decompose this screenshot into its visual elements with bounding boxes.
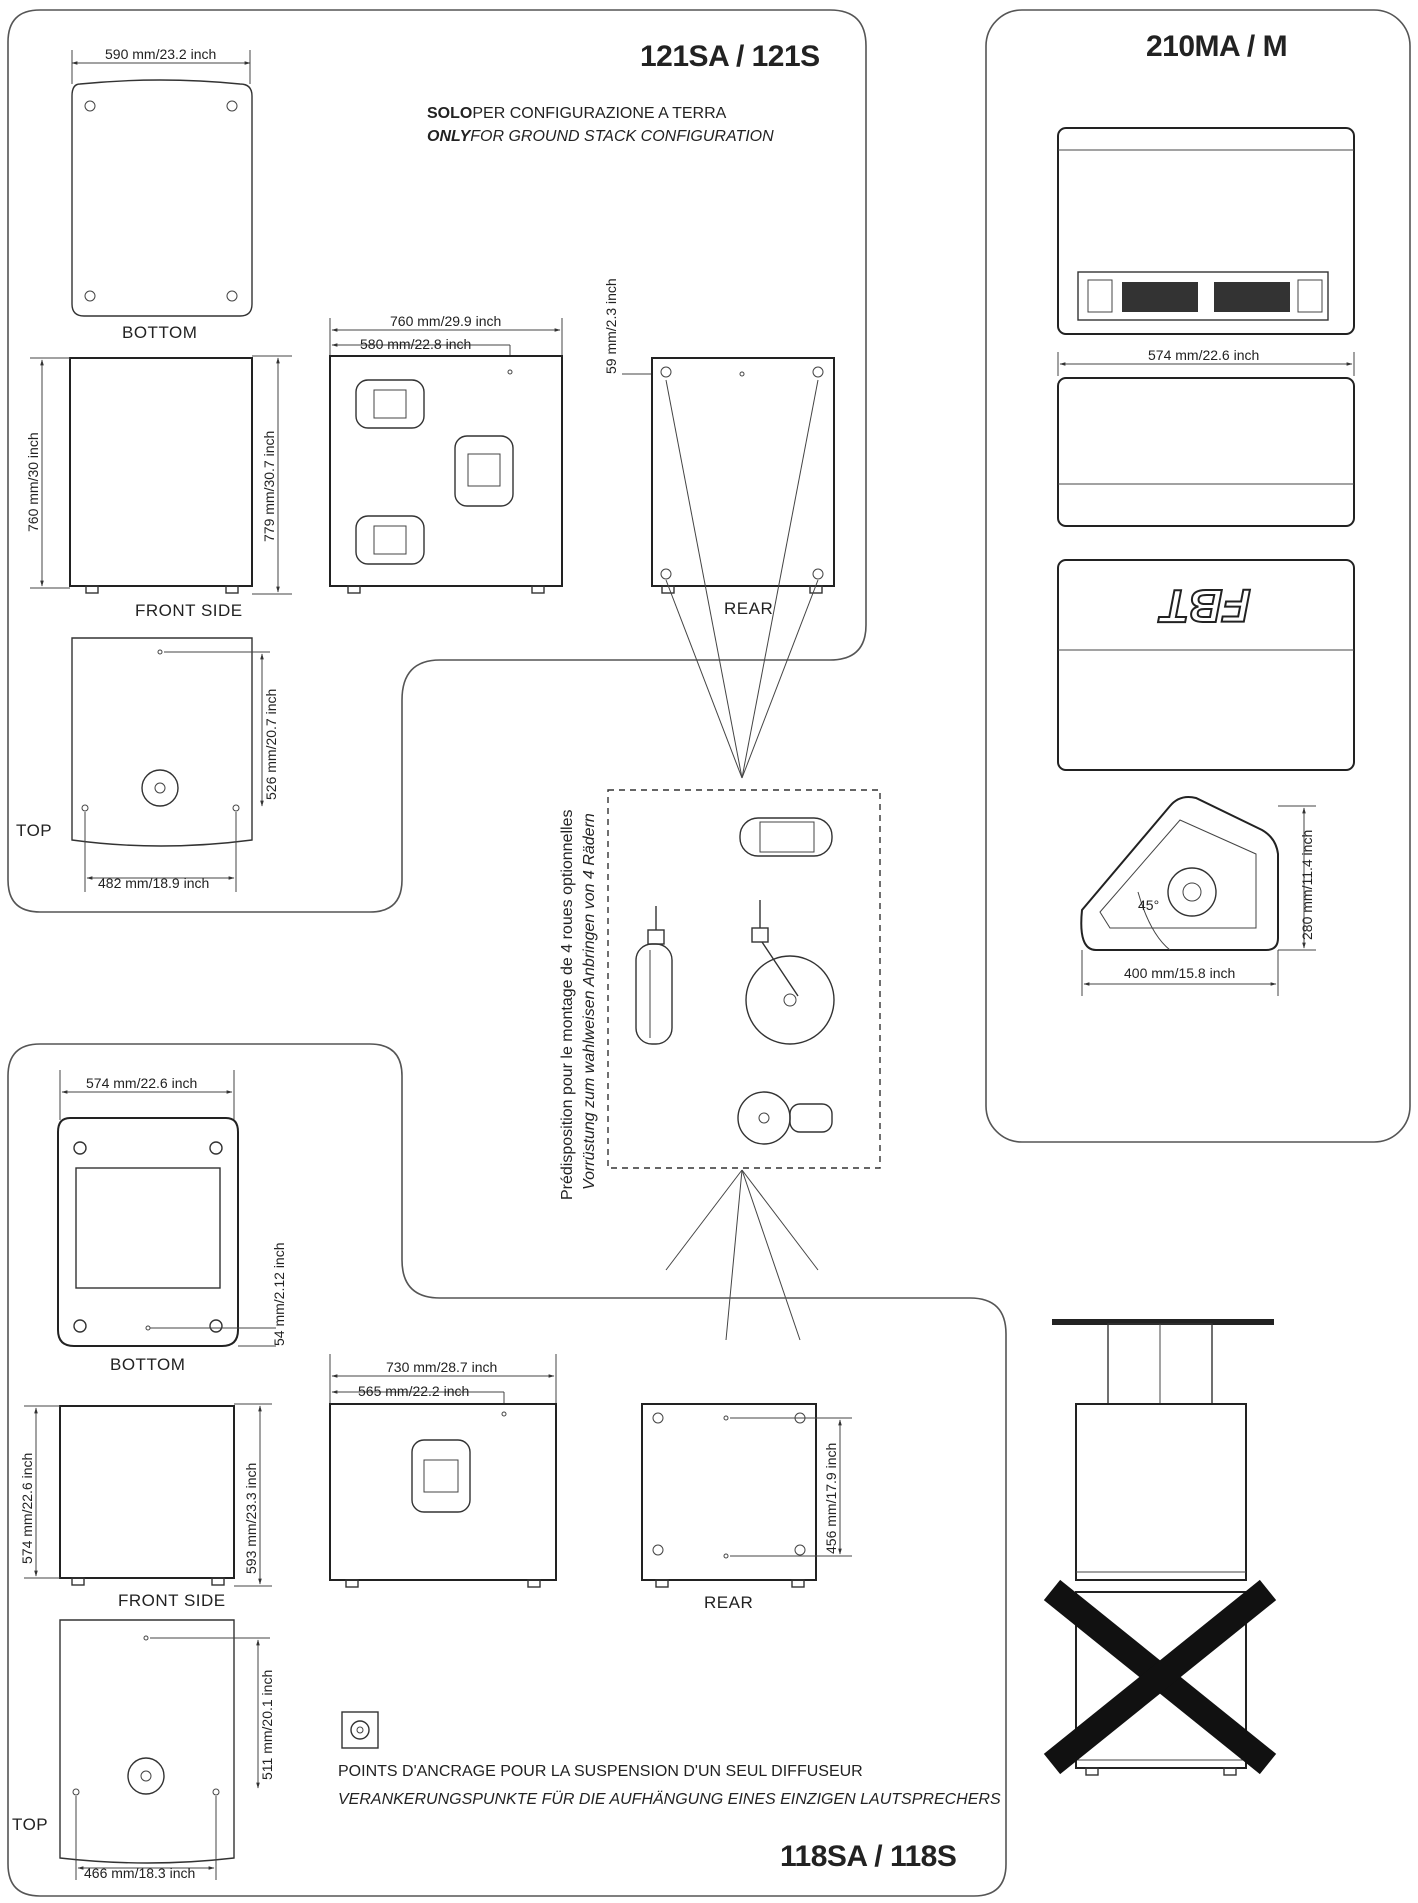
view-210-rear [1057, 127, 1355, 335]
svg-text:779 mm/30.7 inch: 779 mm/30.7 inch [261, 431, 277, 542]
svg-text:574 mm/22.6 inch: 574 mm/22.6 inch [19, 1453, 35, 1564]
svg-text:REAR: REAR [724, 599, 773, 618]
view-210-top: FBT [1057, 559, 1355, 771]
svg-text:VERANKERUNGSPUNKTE FÜR DIE AUF: VERANKERUNGSPUNKTE FÜR DIE AUFHÄNGUNG EI… [338, 1790, 1001, 1808]
svg-text:456 mm/17.9 inch: 456 mm/17.9 inch [823, 1443, 839, 1554]
panel-118-outline [7, 1043, 1007, 1897]
svg-text:400 mm/15.8 inch: 400 mm/15.8 inch [1124, 965, 1235, 981]
svg-text:466 mm/18.3 inch: 466 mm/18.3 inch [84, 1865, 195, 1881]
stack-not-allowed-diagram [1043, 1319, 1277, 1776]
title-118: 118SA / 118S [780, 1840, 956, 1873]
view-121-top: 526 mm/20.7 inch 482 mm/18.9 inch TOP [16, 637, 279, 892]
svg-text:TOP: TOP [16, 821, 52, 840]
svg-text:TOP: TOP [12, 1815, 48, 1834]
title-121: 121SA / 121S [640, 40, 820, 73]
svg-text:730 mm/28.7 inch: 730 mm/28.7 inch [386, 1359, 497, 1375]
view-121-front: 760 mm/30 inch 779 mm/30.7 inch FRONT SI… [25, 355, 292, 620]
wheels-box: Prédisposition pour le montage de 4 roue… [559, 789, 881, 1341]
view-118-bottom: 574 mm/22.6 inch 54 mm/2.12 inch BOTTOM [57, 1070, 287, 1374]
view-121-rear: 59 mm/2.3 inch REAR [603, 278, 835, 779]
fbt-logo: FBT [1157, 580, 1250, 632]
anchor-note: POINTS D'ANCRAGE POUR LA SUSPENSION D'UN… [338, 1711, 1001, 1808]
svg-text:280 mm/11.4 inch: 280 mm/11.4 inch [1299, 830, 1315, 940]
svg-text:Vorrüstung zum wahlweisen Anbr: Vorrüstung zum wahlweisen Anbringen von … [581, 813, 598, 1190]
note-solo: SOLOPER CONFIGURAZIONE A TERRA [427, 105, 727, 122]
svg-text:760 mm/29.9 inch: 760 mm/29.9 inch [390, 313, 501, 329]
svg-text:REAR: REAR [704, 1593, 753, 1612]
view-118-front: 574 mm/22.6 inch 593 mm/23.3 inch FRONT … [19, 1403, 272, 1610]
svg-text:511 mm/20.1 inch: 511 mm/20.1 inch [259, 1670, 275, 1780]
note-only: ONLYFOR GROUND STACK CONFIGURATION [427, 128, 774, 145]
svg-text:760 mm/30 inch: 760 mm/30 inch [25, 432, 41, 532]
svg-text:526 mm/20.7 inch: 526 mm/20.7 inch [263, 689, 279, 800]
view-121-side: 760 mm/29.9 inch 580 mm/22.8 inch [329, 313, 563, 594]
svg-text:580 mm/22.8 inch: 580 mm/22.8 inch [360, 336, 471, 352]
svg-text:574 mm/22.6 inch: 574 mm/22.6 inch [86, 1075, 197, 1091]
svg-text:FRONT SIDE: FRONT SIDE [135, 601, 243, 620]
view-118-side: 730 mm/28.7 inch 565 mm/22.2 inch [329, 1354, 557, 1588]
svg-text:FRONT SIDE: FRONT SIDE [118, 1591, 226, 1610]
panel-121-outline [7, 9, 867, 913]
svg-text:590 mm/23.2 inch: 590 mm/23.2 inch [105, 46, 216, 62]
panel-210-outline [985, 9, 1411, 1143]
svg-text:54 mm/2.12 inch: 54 mm/2.12 inch [271, 1243, 287, 1347]
svg-text:45°: 45° [1138, 897, 1159, 913]
svg-text:Prédisposition pour le montage: Prédisposition pour le montage de 4 roue… [559, 810, 576, 1200]
view-121-bottom: 590 mm/23.2 inch BOTTOM [71, 46, 253, 342]
svg-text:565 mm/22.2 inch: 565 mm/22.2 inch [358, 1383, 469, 1399]
svg-text:593 mm/23.3 inch: 593 mm/23.3 inch [243, 1463, 259, 1574]
svg-text:482 mm/18.9 inch: 482 mm/18.9 inch [98, 875, 209, 891]
svg-text:59 mm/2.3 inch: 59 mm/2.3 inch [603, 278, 619, 374]
svg-text:BOTTOM: BOTTOM [110, 1355, 185, 1374]
view-118-top: 511 mm/20.1 inch 466 mm/18.3 inch TOP [12, 1619, 275, 1881]
view-210-front: 574 mm/22.6 inch [1057, 347, 1355, 527]
svg-text:BOTTOM: BOTTOM [122, 323, 197, 342]
view-210-side: 45° 280 mm/11.4 inch 400 mm/15.8 inch [1080, 796, 1316, 996]
title-210: 210MA / M [1146, 30, 1287, 63]
view-118-rear: 456 mm/17.9 inch REAR [641, 1403, 852, 1612]
svg-text:POINTS D'ANCRAGE POUR LA SUSPE: POINTS D'ANCRAGE POUR LA SUSPENSION D'UN… [338, 1763, 863, 1780]
svg-text:574 mm/22.6 inch: 574 mm/22.6 inch [1148, 347, 1259, 363]
